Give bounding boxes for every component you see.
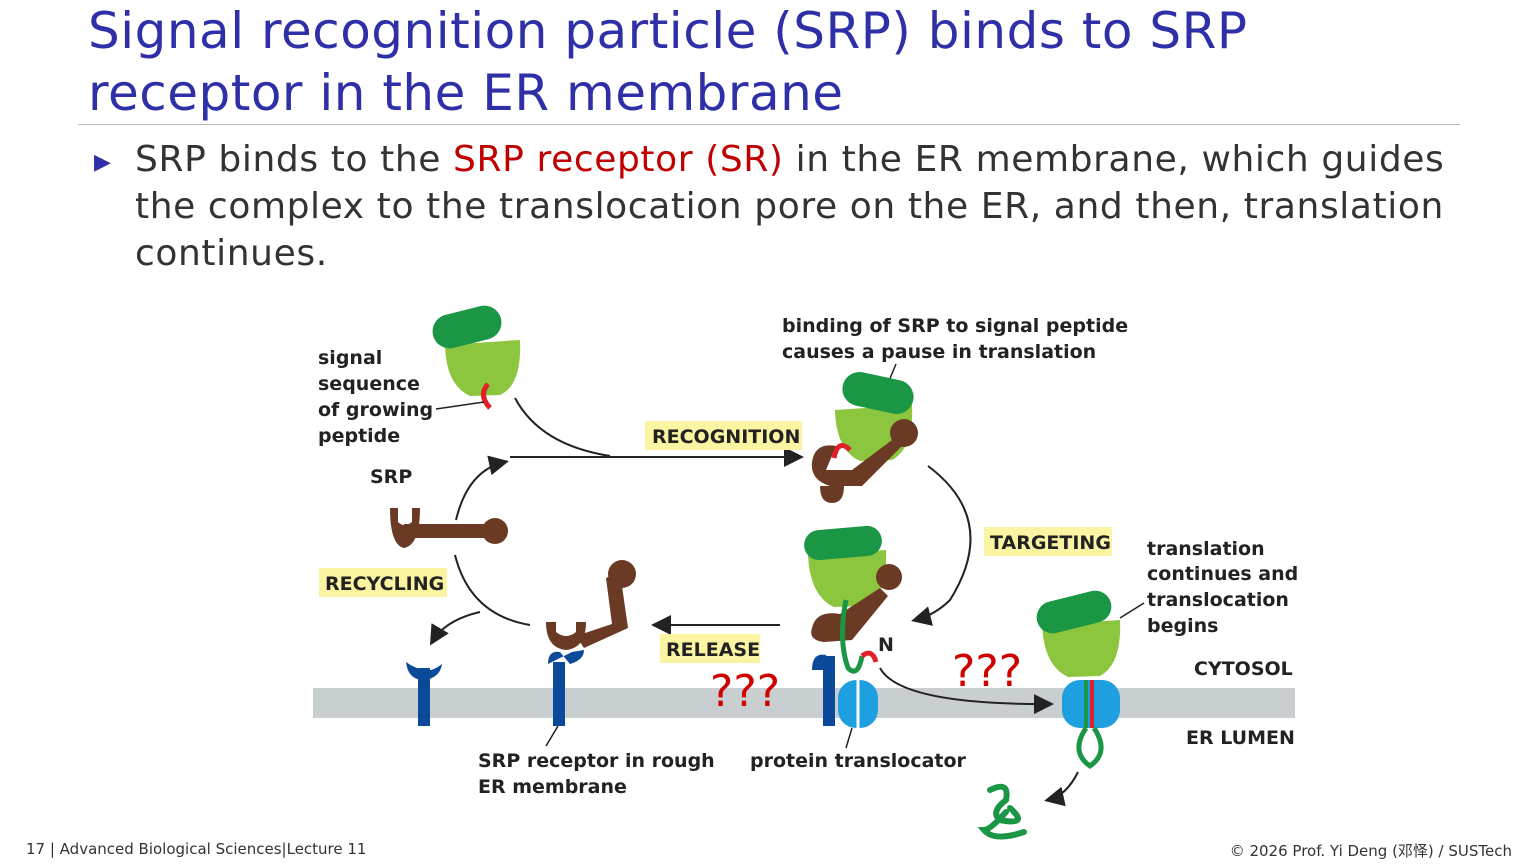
released-protein [977, 783, 1027, 840]
step-box-recognition [645, 421, 802, 450]
arrow-to-translation [879, 667, 1054, 715]
arrow-to-protein [1044, 771, 1079, 807]
ribosome-1 [432, 305, 521, 410]
label-translation-3: translocation [1147, 589, 1289, 611]
label-translocator: protein translocator [750, 750, 967, 772]
label-srp: SRP [370, 466, 412, 488]
ribosome-3-docked [804, 525, 902, 728]
title-divider [78, 124, 1460, 125]
er-membrane [313, 688, 1295, 718]
arrow-recycling-up [455, 455, 509, 521]
bullet-text-post: in the ER membrane, which guides the com… [135, 139, 1445, 274]
bullet-text-highlight: SRP receptor (SR) [453, 139, 784, 180]
label-translation-1: translation [1147, 538, 1265, 560]
footer-left: 17 | Advanced Biological Sciences|Lectur… [26, 840, 367, 858]
ribosome-4-translocating [1036, 590, 1121, 770]
bullet-text-pre: SRP binds to the [135, 139, 454, 180]
arrow-recycling-loop [454, 554, 531, 626]
translation-pointer [1119, 602, 1145, 619]
question-mark-2: ??? [952, 646, 1022, 697]
label-receptor-1: SRP receptor in rough [478, 750, 715, 772]
signal-pointer [435, 401, 485, 410]
receptor-pointer [545, 725, 559, 747]
label-translation-4: begins [1147, 615, 1218, 637]
arrow-recognition-in [514, 397, 611, 457]
label-er-lumen: ER LUMEN [1186, 727, 1295, 749]
step-box-targeting [984, 527, 1112, 556]
arrow-recycling-down [429, 611, 481, 646]
question-mark-1: ??? [710, 666, 780, 717]
step-box-release [660, 634, 760, 663]
label-signal-3: of growing [318, 399, 433, 421]
slide-title: Signal recognition particle (SRP) binds … [88, 2, 1248, 122]
label-n-terminus: N [878, 634, 894, 656]
label-translation-2: continues and [1147, 563, 1298, 585]
step-recognition: RECOGNITION [652, 426, 800, 448]
label-receptor-2: ER membrane [478, 776, 627, 798]
label-cytosol: CYTOSOL [1194, 658, 1293, 680]
bullet-marker-icon: ▶ [94, 150, 111, 175]
step-recycling: RECYCLING [325, 573, 444, 595]
ribosome-2-srp-bound [811, 372, 918, 503]
label-binding-2: causes a pause in translation [782, 341, 1096, 363]
step-box-recycling [319, 568, 447, 597]
bullet-text: SRP binds to the SRP receptor (SR) in th… [135, 136, 1465, 277]
srp-on-receptor [546, 560, 636, 726]
free-receptor [406, 662, 442, 726]
footer-right: © 2026 Prof. Yi Deng (邓怿) / SUSTech [1229, 842, 1512, 860]
label-binding-1: binding of SRP to signal peptide [782, 315, 1128, 337]
label-signal-2: sequence [318, 373, 420, 395]
label-signal-1: signal [318, 347, 382, 369]
arrow-targeting [911, 465, 972, 626]
free-srp [390, 508, 508, 548]
translocator-pointer [845, 727, 853, 749]
label-signal-4: peptide [318, 425, 400, 447]
step-targeting: TARGETING [990, 532, 1111, 554]
step-release: RELEASE [666, 639, 760, 661]
